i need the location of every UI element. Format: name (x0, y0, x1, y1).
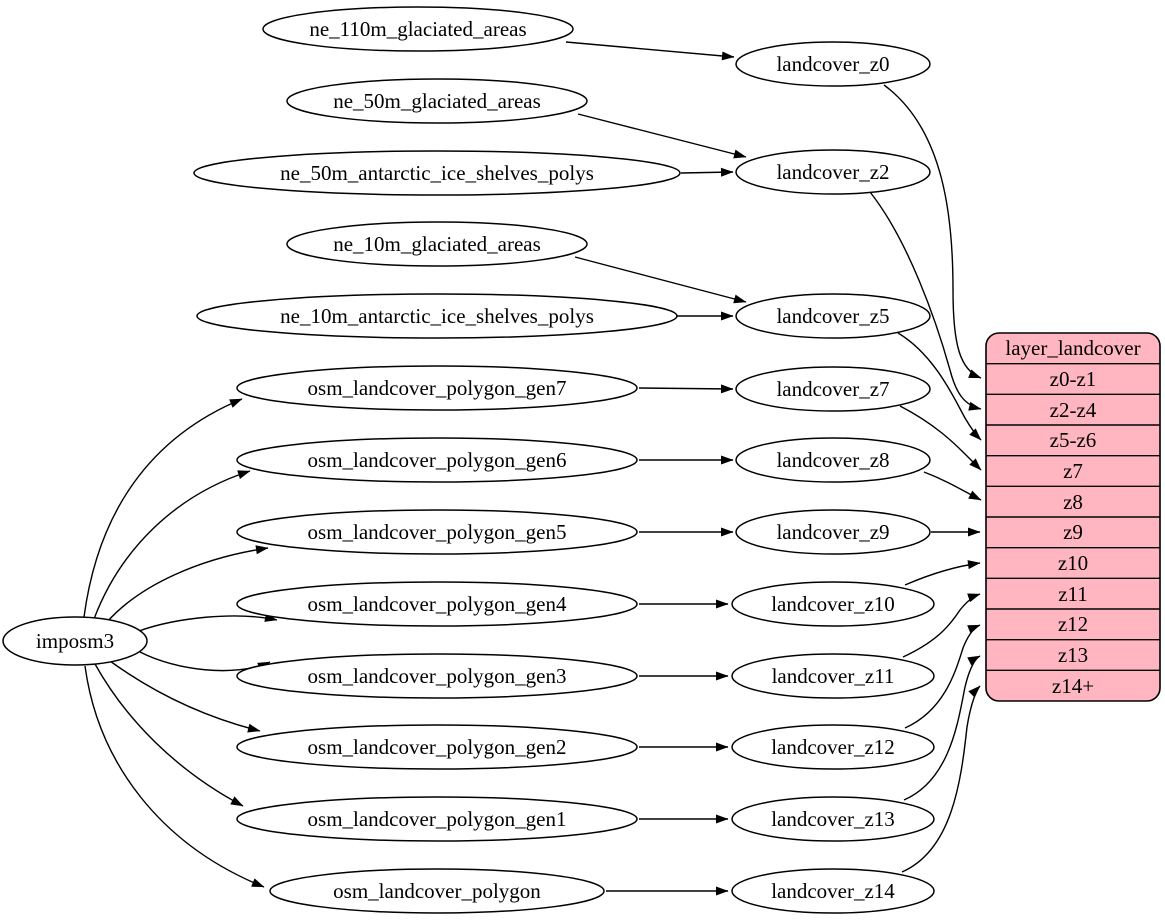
node-ne_10m_antarctic_ice_shelves_polys: ne_10m_antarctic_ice_shelves_polys (196, 293, 678, 339)
table-row-z11: z11 (1058, 582, 1088, 606)
table-layer-landcover: layer_landcover z0-z1 z2-z4 z5-z6 z7 z8 … (985, 332, 1161, 702)
svg-text:osm_landcover_polygon_gen5: osm_landcover_polygon_gen5 (308, 520, 567, 544)
svg-text:landcover_z5: landcover_z5 (776, 304, 889, 328)
svg-text:ne_50m_antarctic_ice_shelves_p: ne_50m_antarctic_ice_shelves_polys (280, 161, 594, 185)
table-row-z7: z7 (1063, 459, 1083, 483)
edge-landcover_z12-to-row-z12 (904, 624, 981, 729)
node-landcover_z14: landcover_z14 (731, 868, 935, 914)
table-row-z5-z6: z5-z6 (1050, 428, 1097, 452)
svg-text:osm_landcover_polygon_gen7: osm_landcover_polygon_gen7 (308, 376, 567, 400)
svg-text:osm_landcover_polygon_gen1: osm_landcover_polygon_gen1 (308, 807, 567, 831)
node-ne_50m_glaciated_areas: ne_50m_glaciated_areas (286, 78, 588, 124)
edge-ne_110m_glaciated_areas-to-landcover_z0 (565, 41, 735, 61)
table-row-z2-z4: z2-z4 (1050, 398, 1097, 422)
edge-imposm3-to-osm_landcover_polygon_gen2 (109, 660, 261, 733)
node-landcover_z10: landcover_z10 (731, 581, 935, 627)
node-osm_landcover_polygon_gen2: osm_landcover_polygon_gen2 (236, 724, 638, 770)
node-osm_landcover_polygon: osm_landcover_polygon (269, 868, 605, 914)
svg-text:osm_landcover_polygon_gen2: osm_landcover_polygon_gen2 (308, 735, 567, 759)
edge-landcover_z7-to-row-z7 (899, 405, 982, 471)
svg-text:landcover_z0: landcover_z0 (776, 52, 889, 76)
table-row-z10: z10 (1058, 551, 1088, 575)
edge-ne_50m_antarctic_ice_shelves_polys-to-landcover_z2 (680, 167, 734, 177)
svg-text:osm_landcover_polygon: osm_landcover_polygon (333, 879, 541, 903)
svg-text:landcover_z8: landcover_z8 (776, 448, 889, 472)
svg-text:landcover_z7: landcover_z7 (776, 377, 889, 401)
edge-landcover_z2-to-row-z2-z4 (869, 191, 982, 411)
table-row-z14plus: z14+ (1052, 674, 1094, 698)
edge-imposm3-to-osm_landcover_polygon_gen1 (94, 663, 244, 807)
edge-ne_50m_glaciated_areas-to-landcover_z2 (577, 113, 747, 159)
table-row-z0-z1: z0-z1 (1050, 367, 1097, 391)
table-row-z8: z8 (1063, 490, 1083, 514)
svg-text:osm_landcover_polygon_gen3: osm_landcover_polygon_gen3 (308, 664, 567, 688)
table-row-z13: z13 (1058, 643, 1088, 667)
svg-text:ne_110m_glaciated_areas: ne_110m_glaciated_areas (309, 17, 526, 41)
edge-imposm3-to-osm_landcover_polygon (84, 665, 265, 888)
svg-text:landcover_z2: landcover_z2 (776, 160, 889, 184)
edge-osm_landcover_polygon_gen7-to-landcover_z7 (638, 384, 734, 394)
node-landcover_z8: landcover_z8 (735, 437, 931, 483)
edge-landcover_z0-to-row-z0-z1 (883, 84, 982, 379)
edge-imposm3-to-osm_landcover_polygon_gen6 (93, 470, 251, 620)
node-osm_landcover_polygon_gen4: osm_landcover_polygon_gen4 (236, 581, 638, 627)
edge-landcover_z13-to-row-z13 (903, 655, 981, 801)
svg-text:landcover_z13: landcover_z13 (771, 807, 895, 831)
table-title: layer_landcover (1005, 336, 1140, 360)
edge-ne_10m_glaciated_areas-to-landcover_z5 (574, 256, 747, 304)
edge-imposm3-to-osm_landcover_polygon_gen5 (106, 545, 269, 623)
node-landcover_z2: landcover_z2 (735, 149, 931, 195)
node-osm_landcover_polygon_gen5: osm_landcover_polygon_gen5 (236, 509, 638, 555)
svg-text:landcover_z12: landcover_z12 (771, 735, 895, 759)
node-osm_landcover_polygon_gen6: osm_landcover_polygon_gen6 (236, 437, 638, 483)
edge-landcover_z10-to-row-z10 (904, 560, 981, 586)
svg-text:ne_10m_glaciated_areas: ne_10m_glaciated_areas (333, 232, 541, 256)
svg-text:osm_landcover_polygon_gen6: osm_landcover_polygon_gen6 (308, 448, 567, 472)
svg-text:ne_50m_glaciated_areas: ne_50m_glaciated_areas (333, 89, 541, 113)
node-landcover_z7: landcover_z7 (735, 366, 931, 412)
svg-text:imposm3: imposm3 (36, 629, 114, 653)
svg-text:landcover_z9: landcover_z9 (776, 520, 889, 544)
nodes-layer: imposm3 ne_110m_glaciated_areas ne_50m_g… (2, 6, 935, 914)
node-ne_50m_antarctic_ice_shelves_polys: ne_50m_antarctic_ice_shelves_polys (193, 150, 681, 196)
node-landcover_z13: landcover_z13 (731, 796, 935, 842)
node-imposm3: imposm3 (2, 616, 148, 666)
node-osm_landcover_polygon_gen1: osm_landcover_polygon_gen1 (236, 796, 638, 842)
svg-text:osm_landcover_polygon_gen4: osm_landcover_polygon_gen4 (308, 592, 567, 616)
edge-landcover_z11-to-row-z11 (902, 593, 981, 658)
svg-text:landcover_z14: landcover_z14 (771, 879, 895, 903)
node-ne_110m_glaciated_areas: ne_110m_glaciated_areas (262, 6, 574, 52)
table-row-z12: z12 (1058, 612, 1088, 636)
node-landcover_z0: landcover_z0 (735, 41, 931, 87)
edge-imposm3-to-osm_landcover_polygon_gen7 (83, 398, 243, 618)
table-row-z9: z9 (1063, 520, 1083, 544)
node-landcover_z9: landcover_z9 (735, 509, 931, 555)
edge-landcover_z5-to-row-z5-z6 (897, 332, 982, 441)
svg-text:landcover_z11: landcover_z11 (772, 664, 895, 688)
node-osm_landcover_polygon_gen3: osm_landcover_polygon_gen3 (236, 653, 638, 699)
edge-landcover_z14-to-row-z14plus (901, 685, 981, 873)
node-osm_landcover_polygon_gen7: osm_landcover_polygon_gen7 (236, 365, 638, 411)
node-landcover_z11: landcover_z11 (731, 653, 935, 699)
edge-landcover_z8-to-row-z8 (923, 471, 982, 501)
edge-imposm3-to-osm_landcover_polygon_gen4 (138, 613, 278, 632)
node-landcover_z12: landcover_z12 (731, 724, 935, 770)
node-landcover_z5: landcover_z5 (735, 293, 931, 339)
svg-text:ne_10m_antarctic_ice_shelves_p: ne_10m_antarctic_ice_shelves_polys (280, 304, 594, 328)
edges-layer (83, 41, 982, 896)
svg-text:landcover_z10: landcover_z10 (771, 592, 895, 616)
node-ne_10m_glaciated_areas: ne_10m_glaciated_areas (286, 221, 588, 267)
